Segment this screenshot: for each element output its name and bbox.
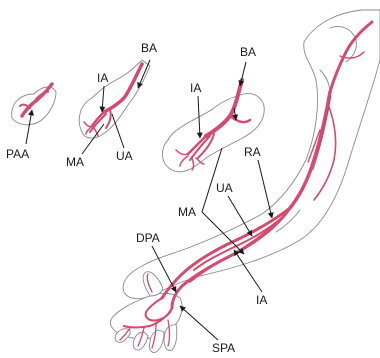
- label-s3-ia: IA: [190, 81, 201, 95]
- label-s3-ba: BA: [240, 45, 256, 59]
- label-s3-ra: RA: [244, 145, 261, 159]
- label-s4-ia: IA: [256, 293, 267, 307]
- pointer-s3-ra: [258, 160, 272, 218]
- label-s3-ma: MA: [178, 205, 196, 219]
- stage-4-adult-arm: [110, 10, 380, 353]
- label-s3-ua: UA: [216, 181, 233, 195]
- limb-bud-outline: [12, 87, 56, 125]
- stage-2-early-arm: [79, 60, 150, 138]
- label-s4-dpa: DPA: [136, 231, 160, 245]
- label-s2-ia: IA: [97, 71, 108, 85]
- label-s4-spa: SPA: [212, 341, 235, 355]
- pointer-s4-spa: [180, 306, 218, 340]
- stage-1-limb-bud: [12, 84, 56, 125]
- label-s2-ua: UA: [116, 149, 133, 163]
- label-s2-ba: BA: [141, 41, 157, 55]
- label-s2-ma: MA: [66, 155, 84, 169]
- label-s1-paa: PAA: [6, 147, 29, 161]
